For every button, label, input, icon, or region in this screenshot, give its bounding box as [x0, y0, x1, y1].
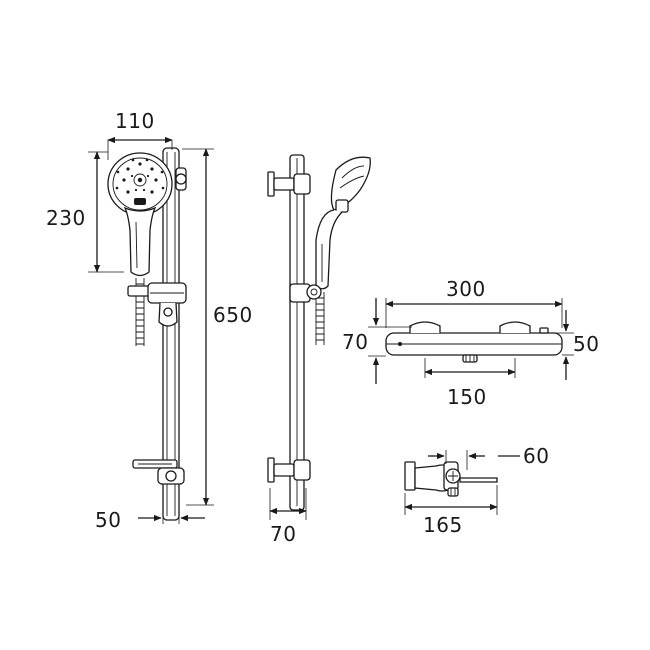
dim-valve-centres: 150	[424, 358, 516, 409]
handset-front	[107, 152, 173, 277]
dim-valve-height: 50	[548, 310, 599, 380]
dim-side-depth: 70	[269, 488, 307, 546]
label-165: 165	[423, 513, 463, 537]
valve-side-body	[404, 461, 498, 497]
valve-body	[385, 321, 563, 363]
label-70-side: 70	[270, 522, 296, 546]
side-bottom-bracket	[267, 457, 311, 483]
label-50-rail: 50	[95, 508, 121, 532]
dim-valve-width: 300	[385, 277, 563, 328]
dim-rail-height: 650	[182, 148, 253, 506]
label-230: 230	[46, 206, 86, 230]
label-50-valve: 50	[573, 332, 599, 356]
front-bottom-bracket	[157, 467, 185, 485]
bar-valve-view: 300 70 50 150	[342, 277, 599, 409]
spray-nozzles	[115, 158, 165, 194]
dim-rail-offset: 50	[95, 486, 205, 532]
label-650: 650	[213, 303, 253, 327]
front-soap-dish	[132, 459, 178, 469]
label-300: 300	[446, 277, 486, 301]
side-rail	[289, 154, 305, 511]
dim-outlet-offset: 60	[428, 444, 549, 470]
front-view: 110 230 650 50	[46, 109, 253, 532]
side-top-bracket	[267, 171, 311, 197]
label-60: 60	[523, 444, 549, 468]
dim-valve-projection: 165	[404, 485, 498, 537]
side-slider	[289, 283, 322, 303]
label-110: 110	[115, 109, 155, 133]
valve-side-view: 60 165	[404, 444, 549, 537]
dim-handset-width: 110	[107, 109, 173, 160]
label-150: 150	[447, 385, 487, 409]
front-top-bracket	[175, 167, 187, 191]
dim-handset-height: 230	[46, 151, 124, 273]
front-rail	[162, 147, 180, 521]
handset-side	[315, 156, 371, 290]
hose-side	[315, 292, 325, 345]
front-slider	[127, 282, 187, 327]
dim-valve-depth: 70	[342, 298, 412, 384]
label-70-valve: 70	[342, 330, 368, 354]
side-view: 70	[267, 154, 371, 546]
